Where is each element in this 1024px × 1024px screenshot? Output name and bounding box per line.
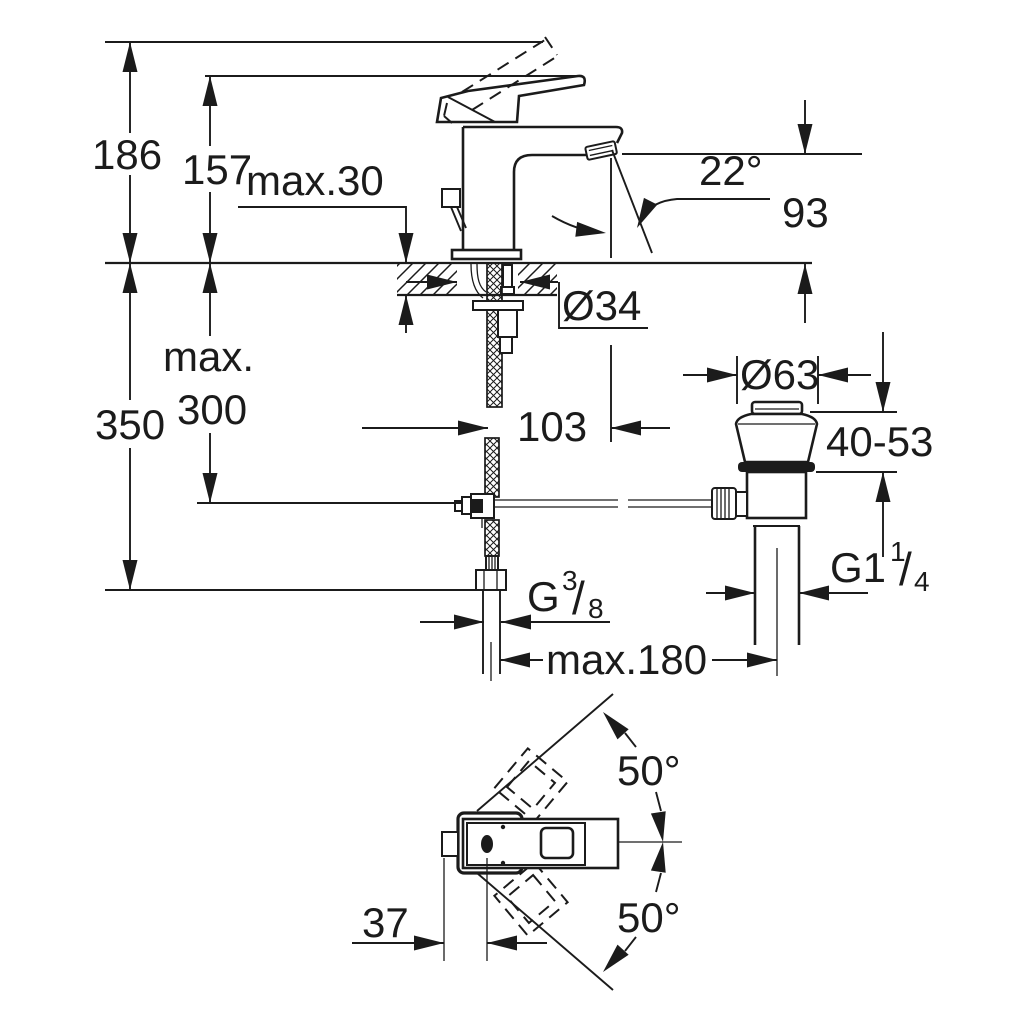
waste-thread-slash: / bbox=[899, 543, 912, 595]
waste-thread-num: 1 bbox=[890, 536, 906, 567]
label-waste-thread: G1 1 / 4 bbox=[830, 536, 930, 597]
waste-gasket bbox=[738, 462, 815, 472]
label-hose-max-word: max. bbox=[163, 333, 254, 380]
pop-up-rod-joint bbox=[454, 493, 495, 528]
supply-thread-base: G bbox=[527, 573, 560, 620]
pop-up-rod-knob bbox=[441, 188, 467, 232]
base-plate bbox=[450, 248, 523, 261]
waste-thread-den: 4 bbox=[914, 566, 930, 597]
label-stream-angle: 22° bbox=[699, 147, 763, 194]
supply-thread-den: 8 bbox=[588, 593, 604, 624]
upper-swing-line bbox=[476, 693, 614, 812]
waste-body bbox=[745, 470, 808, 520]
label-swing-angle-up: 50° bbox=[617, 747, 681, 794]
flex-hose-lower bbox=[484, 519, 500, 557]
waste-thread-base: G1 bbox=[830, 544, 886, 591]
waste-plug-cap bbox=[750, 400, 804, 416]
label-swing-angle-down: 50° bbox=[617, 894, 681, 941]
label-spout-top-height: 157 bbox=[182, 146, 252, 193]
hose-adapter bbox=[485, 555, 499, 571]
faucet-body bbox=[435, 36, 624, 261]
label-hose-max-value: 300 bbox=[177, 386, 247, 433]
flex-hose-upper bbox=[484, 437, 500, 498]
label-supply-thread: G 3 / 8 bbox=[527, 565, 604, 624]
waste-knurled-knob bbox=[711, 487, 737, 520]
pop-up-waste-assembly bbox=[711, 400, 819, 676]
label-outlet-height: 93 bbox=[782, 189, 829, 236]
lever-end-cap bbox=[539, 826, 575, 860]
waste-rod-connector bbox=[735, 491, 748, 517]
lower-swing-line bbox=[476, 872, 614, 991]
label-install-depth: 350 bbox=[95, 401, 165, 448]
lever-handle bbox=[435, 74, 587, 124]
label-deck-thickness: max.30 bbox=[246, 157, 384, 204]
label-waste-clamp-range: 40-53 bbox=[826, 418, 933, 465]
stream-angle-annotation bbox=[551, 149, 770, 258]
label-total-height: 186 bbox=[92, 131, 162, 178]
waste-flange bbox=[734, 412, 819, 464]
handle-swing-dashed-positions bbox=[492, 746, 570, 938]
waste-tailpipe bbox=[753, 526, 801, 645]
swing-angle-annotations bbox=[597, 706, 671, 978]
mounting-nut bbox=[497, 309, 518, 338]
aerator bbox=[584, 140, 618, 161]
supply-connection-nut bbox=[475, 569, 507, 591]
side-tab bbox=[441, 831, 459, 857]
label-spout-projection: 103 bbox=[517, 403, 587, 450]
pop-up-linkage-rod bbox=[494, 499, 712, 508]
lever-handle-raised-dashed bbox=[443, 36, 558, 124]
supply-thread-slash: / bbox=[572, 572, 585, 624]
dimension-lines bbox=[105, 41, 897, 668]
label-waste-flange-dia: Ø63 bbox=[740, 351, 819, 398]
supply-hose-assembly bbox=[454, 262, 712, 681]
mounting-washer bbox=[472, 300, 524, 311]
label-hole-diameter: Ø34 bbox=[562, 282, 641, 329]
top-view bbox=[352, 693, 682, 991]
offset-37-dimension bbox=[352, 858, 547, 961]
side-view bbox=[105, 36, 897, 681]
label-handle-offset: 37 bbox=[362, 899, 409, 946]
label-reach-max: max.180 bbox=[546, 636, 707, 683]
cartridge-axis-marker bbox=[481, 835, 493, 853]
dimension-labels: 186 157 max.30 22° 93 Ø34 max. 300 350 1… bbox=[92, 131, 933, 946]
supply-thread-num: 3 bbox=[562, 565, 578, 596]
